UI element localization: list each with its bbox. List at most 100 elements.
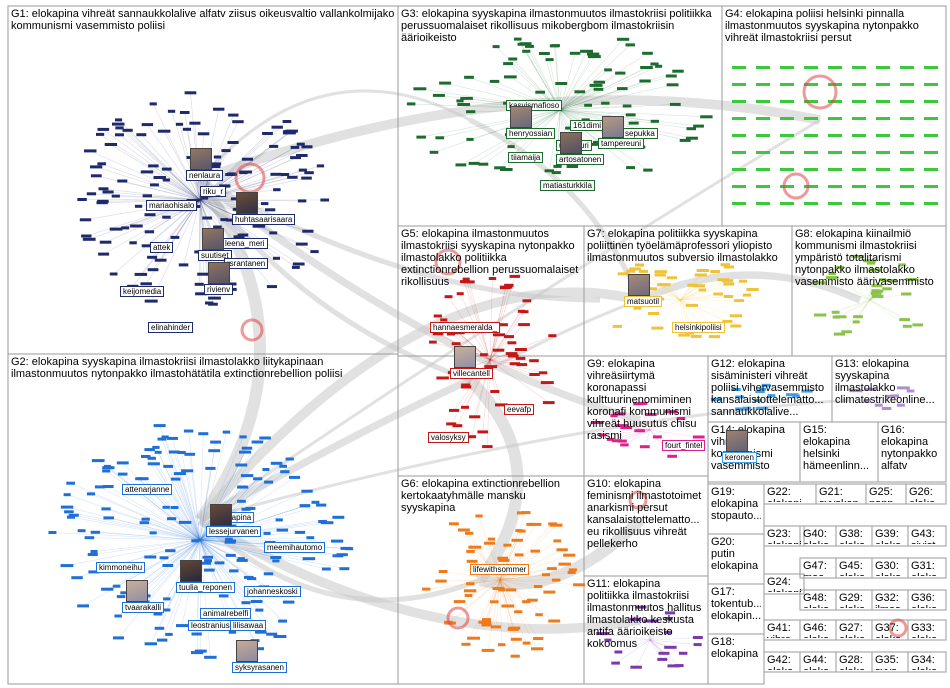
- node-label[interactable]: artosatonen: [556, 154, 605, 165]
- g3-node: [522, 49, 531, 53]
- g1-node: [115, 133, 124, 137]
- node-label[interactable]: attek: [150, 242, 174, 253]
- g2-node: [120, 591, 129, 595]
- g8-node: [898, 263, 906, 267]
- g2-node: [113, 636, 124, 640]
- g1-node: [184, 91, 197, 95]
- g1-node: [304, 171, 314, 175]
- node-label[interactable]: valosyksy: [428, 432, 469, 443]
- g2-edge: [184, 522, 201, 541]
- g8-node: [882, 287, 892, 291]
- g11-node: [657, 657, 668, 661]
- g4-node: [900, 151, 914, 154]
- node-label[interactable]: kimmoneihu: [96, 562, 146, 573]
- node-label[interactable]: mariaohisalo: [146, 200, 198, 211]
- node-label[interactable]: tvaarakalli: [122, 602, 165, 613]
- node-label[interactable]: tampereuni: [598, 138, 645, 149]
- g3-edge: [559, 105, 589, 111]
- g3-node: [616, 37, 630, 41]
- g2-edge: [150, 539, 201, 558]
- node-label[interactable]: johanneskoski: [244, 586, 301, 597]
- node-label[interactable]: elinahinder: [148, 322, 194, 333]
- g2-node: [183, 429, 194, 433]
- g5-node: [529, 373, 540, 376]
- g1-node: [252, 224, 266, 228]
- node-label[interactable]: matsuotil: [624, 296, 663, 307]
- g6-edge: [470, 579, 501, 584]
- g3-node: [587, 55, 601, 59]
- node-label[interactable]: syksyrasanen: [232, 662, 287, 673]
- node-label[interactable]: riku_r: [200, 186, 227, 197]
- g2-node: [191, 632, 202, 636]
- g2-node: [147, 462, 160, 466]
- g2-node: [165, 549, 176, 553]
- g2-edge: [118, 539, 201, 639]
- node-label[interactable]: matiasturkkila: [540, 180, 595, 191]
- node-label[interactable]: attenarjanne: [122, 484, 173, 495]
- node-label[interactable]: keijomedia: [120, 286, 165, 297]
- node-label[interactable]: leostranius: [188, 620, 233, 631]
- node-label[interactable]: henryossian: [506, 128, 556, 139]
- g4-node: [804, 83, 818, 86]
- g2-node: [161, 435, 169, 439]
- g2-node: [250, 600, 263, 603]
- node-label[interactable]: rsrantanen: [224, 258, 269, 269]
- g4-node: [900, 83, 914, 86]
- g2-edge: [167, 539, 201, 566]
- g3-node: [478, 162, 489, 166]
- node-label[interactable]: huhtasaarisaara: [232, 214, 296, 225]
- g1-node: [140, 170, 154, 174]
- g6-edge: [441, 579, 501, 582]
- g2-edge: [122, 462, 201, 541]
- node-label[interactable]: kasvismafioso: [506, 100, 563, 111]
- node-label[interactable]: fourt_fintel: [662, 440, 706, 451]
- node-label[interactable]: eevafp: [504, 404, 535, 415]
- node-label[interactable]: villecantell: [450, 368, 493, 379]
- node-label[interactable]: lilisawaa: [230, 620, 267, 631]
- node-label[interactable]: helsinkipoliisi: [672, 322, 725, 333]
- node-label[interactable]: tiiamaija: [508, 152, 544, 163]
- g6-node: [526, 598, 538, 602]
- node-label[interactable]: rivienv: [204, 284, 234, 295]
- g11-edge: [640, 607, 651, 641]
- node-label[interactable]: leena_meri: [222, 238, 268, 249]
- g9-node: [692, 435, 705, 439]
- g4-node: [804, 151, 818, 154]
- g4-node: [732, 202, 746, 205]
- node-label[interactable]: animalrebelfi: [200, 608, 252, 619]
- g6-node: [563, 553, 576, 557]
- g5-node: [492, 348, 505, 352]
- g1-node: [272, 256, 280, 260]
- node-label[interactable]: nenlaura: [186, 170, 224, 181]
- g5-edge: [489, 276, 516, 361]
- g1-node: [228, 113, 239, 117]
- g9-node: [598, 433, 606, 437]
- g2-node: [163, 597, 171, 601]
- g2-edge: [155, 447, 201, 541]
- g1-edge: [150, 199, 201, 302]
- g2-node: [114, 614, 122, 618]
- g8-edge: [832, 277, 871, 301]
- g6-node: [492, 587, 505, 590]
- group-cell-g22: [763, 483, 817, 505]
- g7-edge: [661, 284, 681, 301]
- g3-node: [457, 103, 471, 106]
- g7-node: [708, 335, 721, 339]
- user-avatar: [190, 148, 212, 170]
- g11-edge: [635, 619, 651, 641]
- g5-edge: [489, 358, 521, 361]
- node-label[interactable]: tuulia_reponen: [176, 582, 235, 593]
- group-cell-g42: [763, 651, 801, 673]
- node-label[interactable]: meemihautomo: [264, 542, 326, 553]
- group-cell-g18: [707, 633, 765, 685]
- node-label[interactable]: lessejurvanen: [206, 526, 262, 537]
- g2-edge: [199, 539, 327, 570]
- g2-node: [276, 528, 289, 532]
- node-label[interactable]: hannaesmeralda_: [430, 322, 501, 333]
- node-label[interactable]: keronen: [722, 452, 757, 463]
- node-label[interactable]: 161dimi: [570, 120, 605, 131]
- node-label[interactable]: suutiset: [198, 250, 232, 261]
- g8-node: [851, 254, 865, 258]
- node-label[interactable]: lifewithsommer: [470, 564, 530, 575]
- g9-edge: [613, 415, 651, 431]
